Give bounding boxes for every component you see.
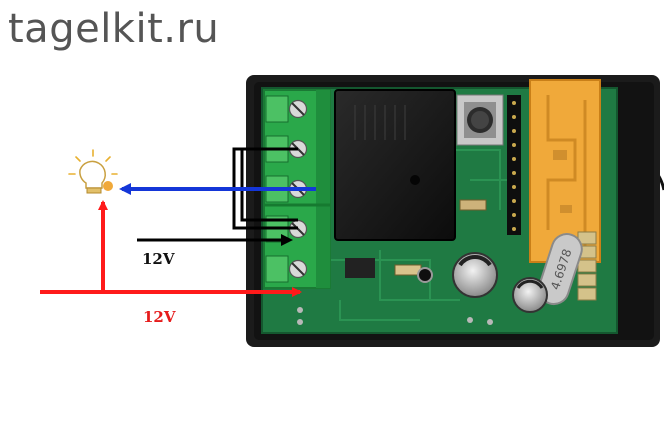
relay [334, 89, 456, 241]
crystal-oscillator: 4.6978 [537, 233, 583, 306]
capacitor [452, 252, 498, 298]
capacitor [512, 277, 548, 313]
light-bulb-icon [68, 149, 118, 194]
pin-header [507, 95, 521, 235]
label-12v-red: 12V [143, 308, 176, 326]
label-12v-black: 12V [142, 250, 175, 268]
via [417, 267, 433, 283]
watermark: tagelkit.ru [8, 6, 220, 52]
ic-chip [345, 258, 375, 278]
push-button [456, 94, 504, 146]
diode [459, 199, 487, 211]
resistor [394, 264, 422, 276]
